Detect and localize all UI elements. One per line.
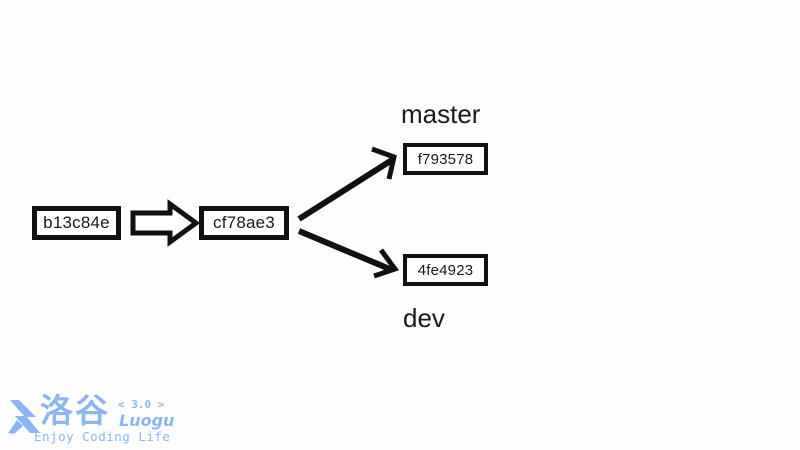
- branch-line-dev: [297, 228, 394, 273]
- arrowhead-dev-icon: [373, 248, 400, 279]
- luogu-romaji-name: Luogu: [119, 411, 175, 430]
- luogu-version-label: < 3.0 >: [118, 398, 165, 411]
- hollow-block-arrow-icon: [130, 199, 201, 247]
- branch-label-master: master: [401, 99, 481, 129]
- luogu-logo-icon: [8, 400, 40, 434]
- commit-hash-label: b13c84e: [43, 213, 110, 232]
- luogu-cjk-name: 洛谷: [40, 391, 110, 430]
- edge-cf78ae3-to-4fe4923: [297, 228, 400, 279]
- commit-node-b13c84e[interactable]: b13c84e: [32, 206, 121, 240]
- commit-hash-label: cf78ae3: [213, 213, 275, 232]
- edge-b13c84e-to-cf78ae3: [130, 199, 201, 247]
- luogu-watermark: 洛谷 < 3.0 > Luogu Enjoy Coding Life: [6, 393, 176, 448]
- edge-cf78ae3-to-f793578: [297, 146, 397, 222]
- commit-hash-label: f793578: [417, 150, 474, 168]
- commit-hash-label: 4fe4923: [417, 261, 474, 279]
- arrowhead-master-icon: [371, 146, 397, 180]
- luogu-tagline: Enjoy Coding Life: [34, 429, 171, 444]
- branch-label-dev: dev: [403, 303, 445, 333]
- branch-line-master: [297, 157, 394, 222]
- commit-node-4fe4923[interactable]: 4fe4923: [403, 254, 488, 286]
- commit-node-f793578[interactable]: f793578: [403, 143, 488, 175]
- commit-node-cf78ae3[interactable]: cf78ae3: [199, 206, 289, 240]
